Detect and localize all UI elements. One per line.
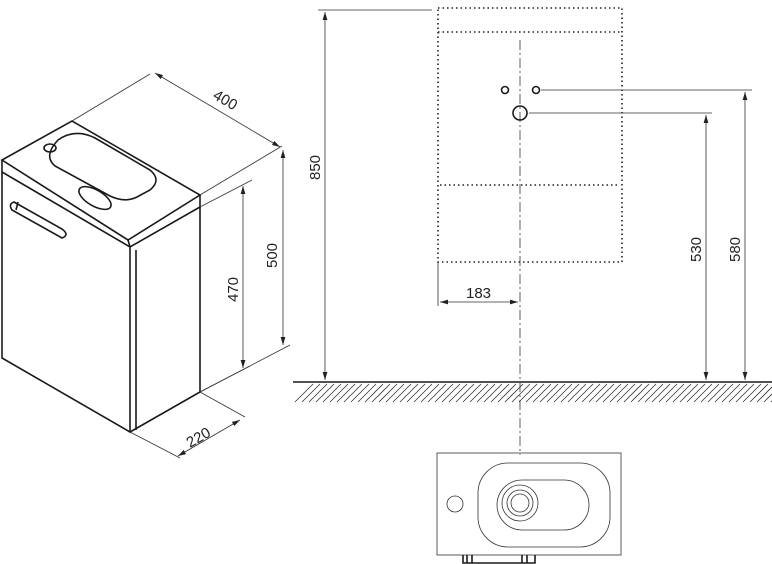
wall-elevation: 850 580 530 183	[293, 7, 772, 455]
dim-mount-height-label: 850	[307, 155, 324, 180]
floor-hatch	[294, 383, 772, 403]
water-inlet-icon	[500, 85, 510, 95]
dim-drain-offset-label: 183	[466, 285, 491, 302]
dim-drain-height-label: 530	[688, 237, 705, 262]
dim-width-label: 400	[210, 87, 240, 114]
plan-view	[436, 452, 622, 564]
basin-icon	[48, 132, 157, 201]
dim-height-total-label: 500	[264, 243, 281, 268]
dim-depth-label: 220	[184, 424, 214, 451]
water-inlet-icon	[531, 85, 541, 95]
handle-icon	[9, 201, 67, 239]
drain-icon	[512, 105, 528, 121]
dim-height-cabinet-label: 470	[225, 277, 242, 302]
dim-water-height-label: 580	[727, 237, 744, 262]
isometric-cabinet: 400 500 470 220	[0, 72, 291, 459]
